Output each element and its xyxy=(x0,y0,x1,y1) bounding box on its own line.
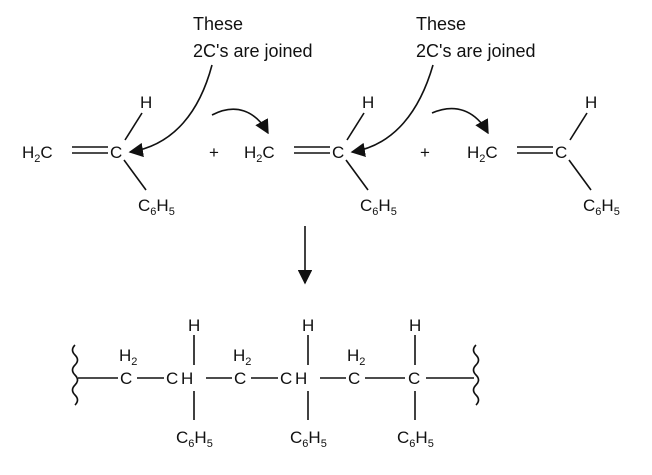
h-atom: H xyxy=(362,93,374,112)
h2-label: H2 xyxy=(347,346,365,368)
ch-carbon: C xyxy=(110,143,122,162)
phenyl-group: C6H5 xyxy=(290,428,327,450)
h2-label: H2 xyxy=(119,346,137,368)
phenyl-group: C6H5 xyxy=(360,196,397,218)
wavy-chain-end-right xyxy=(472,344,480,406)
ch-carbon: C xyxy=(332,143,344,162)
backbone-ch2-carbon: C xyxy=(348,369,360,388)
curved-arrow-1b xyxy=(211,108,269,135)
annotation-2: These 2C's are joined xyxy=(416,14,536,61)
monomer-1: H2C C H C6H5 xyxy=(22,93,175,218)
plus-sign-2: + xyxy=(420,143,430,162)
ch2-group: H2C xyxy=(244,143,275,165)
backbone-chh-carbon: C xyxy=(280,369,292,388)
c-h-bond xyxy=(569,112,588,141)
wavy-chain-end-left xyxy=(71,344,79,406)
ch2-group: H2C xyxy=(22,143,53,165)
phenyl-group: C6H5 xyxy=(397,428,434,450)
annotation-1: These 2C's are joined xyxy=(193,14,313,61)
top-h-atom: H xyxy=(302,316,314,335)
phenyl-group: C6H5 xyxy=(138,196,175,218)
top-h-atom: H xyxy=(409,316,421,335)
annotation-1-line1: These xyxy=(193,14,243,34)
c-phenyl-bond xyxy=(345,159,369,191)
h-atom: H xyxy=(140,93,152,112)
plus-sign-1: + xyxy=(209,143,219,162)
backbone-chh-carbon: C xyxy=(166,369,178,388)
backbone-h-atom: H xyxy=(181,369,193,388)
c-phenyl-bond xyxy=(568,159,592,191)
annotation-1-line2: 2C's are joined xyxy=(193,41,313,61)
monomer-2: H2C C H C6H5 xyxy=(244,93,397,218)
backbone-ch2-carbon: C xyxy=(234,369,246,388)
backbone-h-atom: H xyxy=(295,369,307,388)
c-h-bond xyxy=(124,112,143,141)
annotation-2-line1: These xyxy=(416,14,466,34)
backbone-chh-carbon: C xyxy=(408,369,420,388)
curved-arrow-1a xyxy=(128,64,213,158)
phenyl-group: C6H5 xyxy=(583,196,620,218)
c-h-bond xyxy=(346,112,365,141)
ch2-group: H2C xyxy=(467,143,498,165)
monomer-3: H2C C H C6H5 xyxy=(467,93,620,218)
c-phenyl-bond xyxy=(123,159,147,191)
curved-arrow-2b xyxy=(431,107,489,135)
backbone-ch2-carbon: C xyxy=(120,369,132,388)
polymer-chain: C H2 C H H C6H5 C H2 C H H C6H5 C H2 C H… xyxy=(71,316,480,450)
h2-label: H2 xyxy=(233,346,251,368)
curved-arrow-2a xyxy=(350,64,434,158)
phenyl-group: C6H5 xyxy=(176,428,213,450)
ch-carbon: C xyxy=(555,143,567,162)
annotation-2-line2: 2C's are joined xyxy=(416,41,536,61)
top-h-atom: H xyxy=(188,316,200,335)
h-atom: H xyxy=(585,93,597,112)
